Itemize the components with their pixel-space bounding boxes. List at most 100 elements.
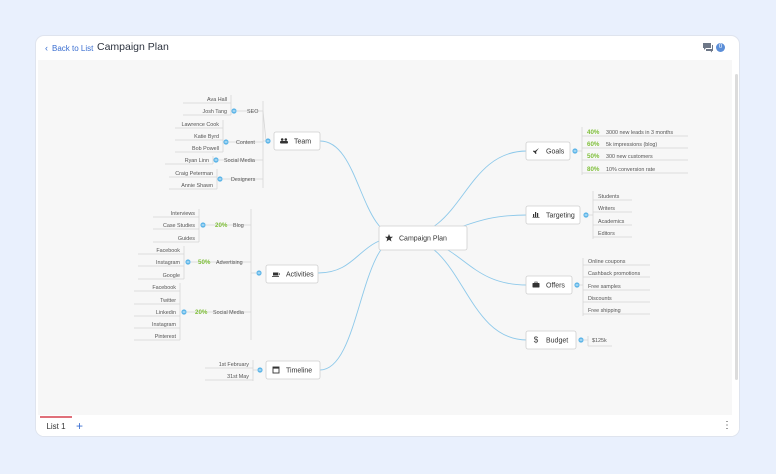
- team-group-social[interactable]: Social Media: [224, 158, 255, 164]
- node-offers-label: Offers: [546, 282, 565, 289]
- goal-item[interactable]: 300 new customers: [606, 154, 653, 160]
- offer-item[interactable]: Cashback promotions: [588, 271, 640, 277]
- percent-badge: 50%: [198, 259, 211, 266]
- back-label: Back to List: [52, 44, 94, 53]
- offer-item[interactable]: Discounts: [588, 296, 612, 302]
- activity-item[interactable]: Facebook: [152, 285, 176, 291]
- goal-percent: 50%: [587, 153, 600, 160]
- node-activities[interactable]: Activities: [265, 264, 319, 284]
- node-targeting[interactable]: Targeting: [525, 205, 581, 225]
- rocket-icon: [533, 148, 539, 154]
- calendar-icon: [272, 366, 280, 374]
- collapse-toggle-icon[interactable]: [185, 259, 191, 265]
- node-budget-label: Budget: [546, 337, 568, 344]
- chart-icon: [532, 212, 540, 218]
- collapse-toggle-icon[interactable]: [265, 138, 271, 144]
- percent-badge: 20%: [215, 222, 228, 229]
- collapse-toggle-icon[interactable]: [200, 222, 206, 228]
- activity-group-blog[interactable]: Blog: [233, 223, 244, 229]
- branch-curve: [399, 236, 528, 341]
- team-member[interactable]: Ava Hall: [207, 97, 227, 103]
- offer-item[interactable]: Online coupons: [588, 259, 626, 265]
- node-goals[interactable]: Goals: [525, 141, 571, 161]
- goal-item[interactable]: 5k impressions (blog): [606, 142, 657, 148]
- offer-item[interactable]: Free samples: [588, 284, 621, 290]
- collapse-toggle-icon[interactable]: [583, 212, 589, 218]
- goal-percent: 40%: [587, 129, 600, 136]
- timeline-item[interactable]: 1st February: [219, 362, 250, 368]
- targeting-item[interactable]: Students: [598, 194, 620, 200]
- people-icon: [280, 138, 288, 144]
- center-node-label: Campaign Plan: [399, 235, 447, 242]
- node-goals-label: Goals: [546, 148, 565, 155]
- activity-group-social[interactable]: Social Media: [213, 310, 244, 316]
- team-member[interactable]: Katie Byrd: [194, 134, 219, 140]
- branch-curve: [399, 150, 528, 238]
- add-sheet-button[interactable]: +: [76, 419, 84, 433]
- sheet-tab-bar: List 1 + ⋮: [36, 416, 739, 436]
- team-member[interactable]: Josh Tang: [203, 109, 227, 115]
- team-member[interactable]: Annie Shawn: [181, 183, 213, 189]
- activity-item[interactable]: Instagram: [152, 322, 176, 328]
- targeting-item[interactable]: Writers: [598, 206, 615, 212]
- collapse-toggle-icon[interactable]: [181, 309, 187, 315]
- more-options-button[interactable]: ⋮: [722, 420, 732, 431]
- connector-line: [262, 110, 267, 142]
- vertical-scrollbar[interactable]: [735, 74, 738, 380]
- node-budget[interactable]: Budget: [525, 330, 577, 350]
- goal-item[interactable]: 10% conversion rate: [606, 167, 655, 173]
- collapse-toggle-icon[interactable]: [574, 282, 580, 288]
- node-targeting-label: Targeting: [546, 212, 575, 219]
- collapse-toggle-icon[interactable]: [578, 337, 584, 343]
- activity-item[interactable]: Guides: [178, 236, 195, 242]
- offer-item[interactable]: Free shipping: [588, 308, 621, 314]
- goal-item[interactable]: 3000 new leads in 3 months: [606, 130, 673, 136]
- activity-group-advertising[interactable]: Advertising: [216, 260, 243, 266]
- node-team-label: Team: [294, 138, 311, 145]
- briefcase-icon: [532, 281, 540, 288]
- activity-item[interactable]: Twitter: [160, 298, 176, 304]
- collapse-toggle-icon[interactable]: [223, 139, 229, 145]
- activity-item[interactable]: Google: [163, 273, 180, 279]
- collapse-toggle-icon[interactable]: [231, 108, 237, 114]
- chevron-left-icon: ‹: [45, 43, 48, 53]
- activity-item[interactable]: Pinterest: [155, 334, 177, 340]
- collapse-toggle-icon[interactable]: [257, 367, 263, 373]
- comment-icon[interactable]: [702, 42, 714, 53]
- timeline-item[interactable]: 31st May: [227, 374, 249, 380]
- comment-count-badge: 0: [716, 43, 725, 52]
- activity-item[interactable]: Interviews: [171, 211, 196, 217]
- back-to-list-link[interactable]: ‹ Back to List: [45, 43, 93, 53]
- budget-item[interactable]: $125k: [592, 338, 607, 344]
- node-team[interactable]: Team: [273, 131, 321, 151]
- collapse-toggle-icon[interactable]: [256, 270, 262, 276]
- dollar-icon: $: [534, 336, 539, 345]
- activity-item[interactable]: Instagram: [156, 260, 180, 266]
- team-member[interactable]: Craig Peterman: [175, 171, 213, 177]
- app-window: ‹ Back to List Campaign Plan 0 List 1 + ⋮: [36, 36, 739, 436]
- page-title: Campaign Plan: [97, 41, 169, 53]
- star-icon: [385, 234, 393, 242]
- center-node[interactable]: Campaign Plan: [378, 225, 468, 251]
- team-group-designers[interactable]: Designers: [231, 177, 256, 183]
- team-member[interactable]: Lawrence Cook: [182, 122, 220, 128]
- targeting-item[interactable]: Editors: [598, 231, 615, 237]
- sheet-tab[interactable]: List 1: [40, 416, 72, 436]
- team-group-seo[interactable]: SEO: [247, 109, 258, 115]
- node-activities-label: Activities: [286, 271, 314, 278]
- collapse-toggle-icon[interactable]: [217, 176, 223, 182]
- collapse-toggle-icon[interactable]: [572, 148, 578, 154]
- activity-item[interactable]: Facebook: [156, 248, 180, 254]
- activity-item[interactable]: Linkedin: [156, 310, 176, 316]
- team-member[interactable]: Ryan Linn: [185, 158, 209, 164]
- team-member[interactable]: Bob Powell: [192, 146, 219, 152]
- activity-item[interactable]: Case Studies: [163, 223, 195, 229]
- targeting-item[interactable]: Academics: [598, 219, 625, 225]
- node-timeline[interactable]: Timeline: [265, 360, 321, 380]
- team-group-content[interactable]: Content: [236, 140, 255, 146]
- node-offers[interactable]: Offers: [525, 275, 573, 295]
- collapse-toggle-icon[interactable]: [213, 157, 219, 163]
- svg-text:$: $: [534, 336, 539, 345]
- goal-percent: 60%: [587, 141, 600, 148]
